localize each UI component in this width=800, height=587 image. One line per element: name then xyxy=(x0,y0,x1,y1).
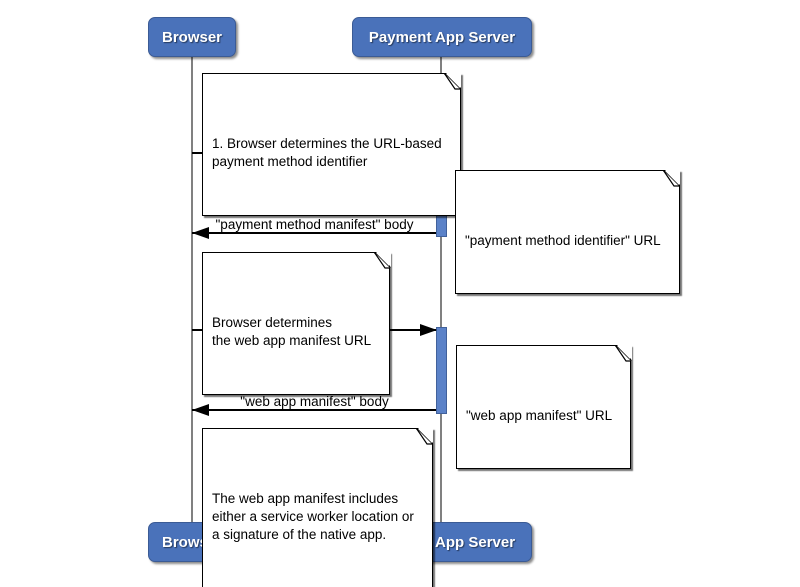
note-payment-method-identifier-url: "payment method identifier" URL xyxy=(455,169,681,295)
note-determine-payment-method-identifier: 1. Browser determines the URL-based paym… xyxy=(202,72,462,216)
note-fold-icon xyxy=(416,427,434,445)
note-web-app-manifest-contents: The web app manifest includes either a s… xyxy=(202,427,434,587)
note-fold-icon xyxy=(663,169,681,187)
note-fold-icon xyxy=(444,72,462,90)
message-web-app-manifest-body-line xyxy=(192,409,437,411)
note-text: 1. Browser determines the URL-based paym… xyxy=(212,135,442,169)
activation-bar-2 xyxy=(436,327,447,414)
actor-payment-app-server-top: Payment App Server xyxy=(352,17,532,57)
arrowhead-right-icon xyxy=(420,324,437,336)
note-text: The web app manifest includes either a s… xyxy=(212,490,414,543)
note-fold-icon xyxy=(614,344,632,362)
arrowhead-left-icon xyxy=(192,404,209,416)
arrowhead-left-icon xyxy=(192,227,209,239)
actor-browser-label: Browser xyxy=(161,28,223,46)
lifeline-payment-app-server xyxy=(440,57,442,523)
note-web-app-manifest-url: "web app manifest" URL xyxy=(456,344,632,470)
message-payment-method-manifest-body-label: "payment method manifest" body xyxy=(215,217,414,232)
note-text: "web app manifest" URL xyxy=(466,407,613,423)
note-fold-icon xyxy=(373,251,391,269)
lifeline-browser xyxy=(191,57,193,523)
message-web-app-manifest-body-label: "web app manifest" body xyxy=(240,394,389,409)
note-determine-web-app-manifest-url: Browser determines the web app manifest … xyxy=(202,251,391,395)
actor-browser-top: Browser xyxy=(148,17,236,57)
actor-payment-app-server-label: Payment App Server xyxy=(368,28,516,46)
note-text: Browser determines the web app manifest … xyxy=(212,314,372,348)
message-payment-method-manifest-body-line xyxy=(192,232,437,234)
note-text: "payment method identifier" URL xyxy=(465,232,661,248)
